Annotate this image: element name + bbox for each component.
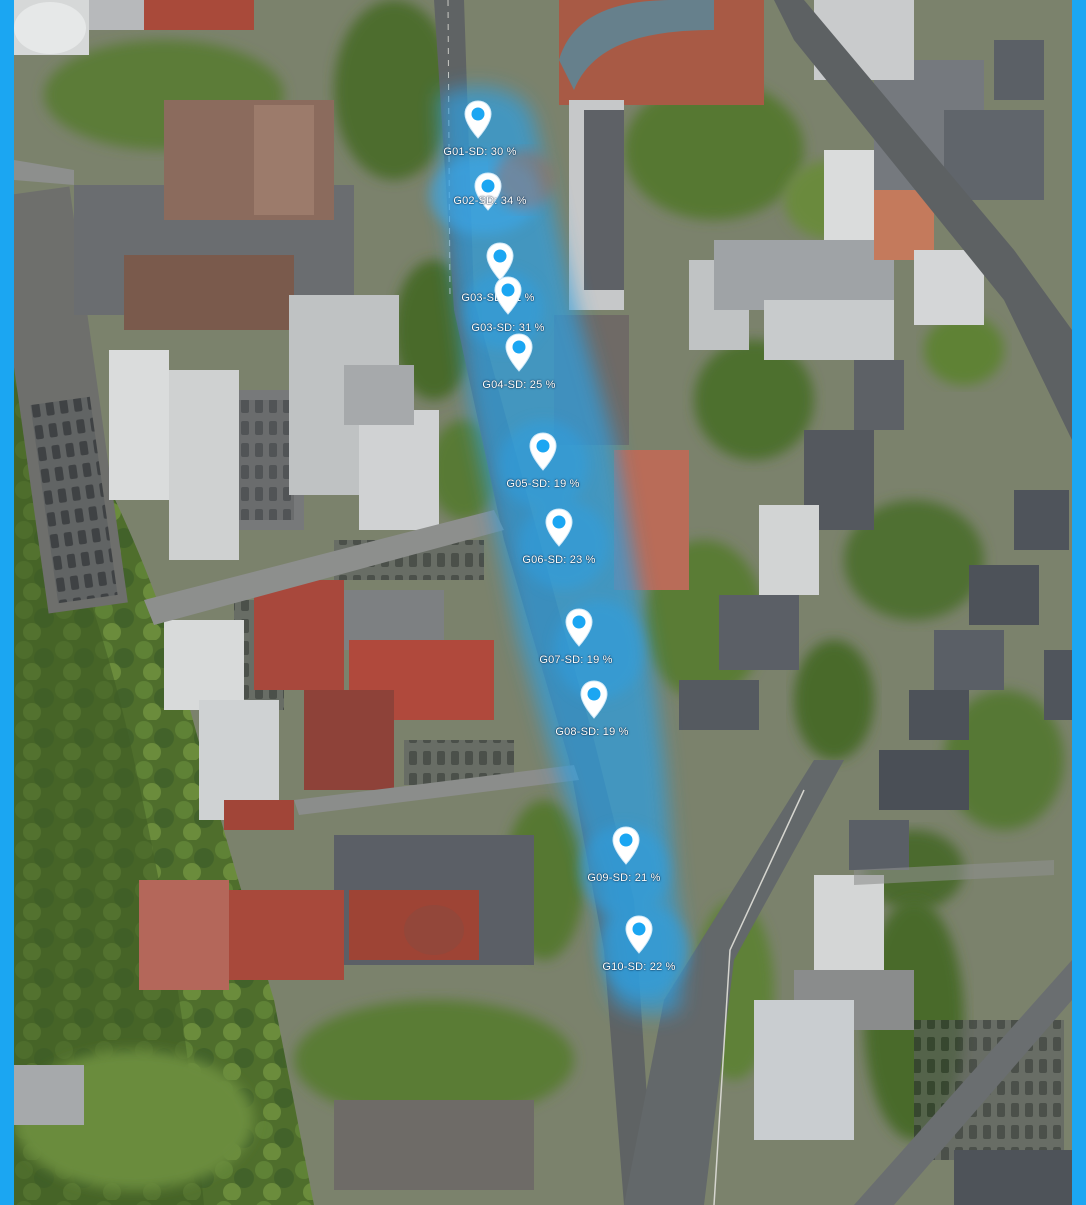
map-marker-g03b[interactable] bbox=[493, 276, 523, 316]
map-marker-icon bbox=[474, 172, 502, 211]
map-marker-icon bbox=[529, 432, 557, 471]
map-marker-g04[interactable] bbox=[504, 333, 534, 373]
map-marker-icon bbox=[612, 826, 640, 865]
map-marker-g06[interactable] bbox=[544, 508, 574, 548]
map-marker-icon bbox=[625, 915, 653, 954]
marker-label: G02-SD: 34 % bbox=[453, 195, 527, 207]
marker-label: G01-SD: 30 % bbox=[443, 146, 517, 158]
marker-label: G08-SD: 19 % bbox=[555, 726, 629, 738]
marker-label: G03-SD: 31 % bbox=[471, 322, 545, 334]
map-marker-icon bbox=[494, 276, 522, 315]
marker-label: G09-SD: 21 % bbox=[587, 872, 661, 884]
map-marker-g10[interactable] bbox=[624, 915, 654, 955]
map-marker-g02[interactable] bbox=[473, 172, 503, 212]
marker-label: G05-SD: 19 % bbox=[506, 478, 580, 490]
map-marker-icon bbox=[464, 100, 492, 139]
map-marker-g05[interactable] bbox=[528, 432, 558, 472]
marker-label: G10-SD: 22 % bbox=[602, 961, 676, 973]
marker-label: G04-SD: 25 % bbox=[482, 379, 556, 391]
map-marker-icon bbox=[565, 608, 593, 647]
map-marker-icon bbox=[505, 333, 533, 372]
map-marker-g09[interactable] bbox=[611, 826, 641, 866]
satellite-imagery bbox=[14, 0, 1072, 1205]
satellite-map[interactable]: G01-SD: 30 %G02-SD: 34 %G03-SD: 31 %G03-… bbox=[14, 0, 1072, 1205]
marker-label: G07-SD: 19 % bbox=[539, 654, 613, 666]
map-marker-g07[interactable] bbox=[564, 608, 594, 648]
marker-label: G06-SD: 23 % bbox=[522, 554, 596, 566]
map-marker-g01[interactable] bbox=[463, 100, 493, 140]
map-marker-g08[interactable] bbox=[579, 680, 609, 720]
map-marker-icon bbox=[580, 680, 608, 719]
map-marker-icon bbox=[545, 508, 573, 547]
